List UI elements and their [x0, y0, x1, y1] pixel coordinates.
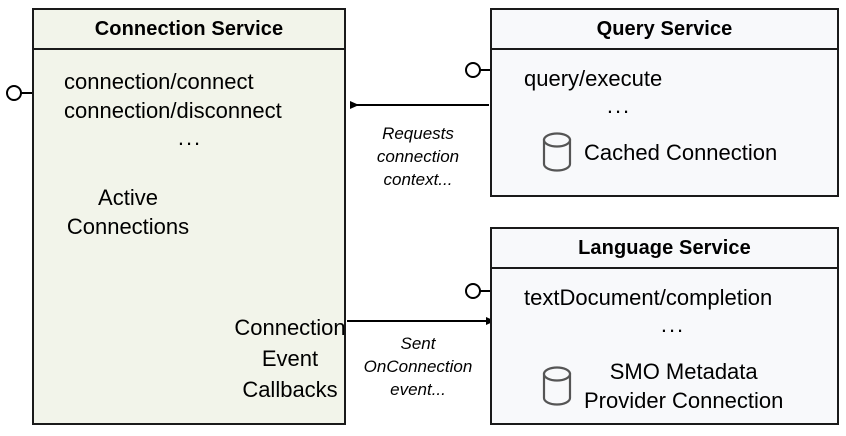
component-connection-service[interactable]: Connection Service connection/connect co…	[32, 8, 346, 425]
query-service-title: Query Service	[492, 10, 837, 50]
flow-label-requests-connection-context: Requests connection context...	[376, 124, 460, 189]
query-service-operations-ellipsis: ...	[606, 93, 632, 118]
connection-event-callbacks-label: Connection Event Callbacks	[234, 315, 346, 402]
connection-service-operations-ellipsis: ...	[177, 125, 203, 150]
active-connections-label: Active Connections	[66, 185, 190, 239]
connection-service-body: connection/connect connection/disconnect…	[34, 50, 346, 423]
operation-textdocument-completion[interactable]: textDocument/completion	[524, 285, 773, 310]
database-cylinder-icon	[542, 366, 572, 406]
query-service-artifact: Cached Connection	[540, 130, 777, 174]
language-service-body: textDocument/completion ... SMO Metadata…	[492, 269, 837, 423]
query-service-operations: query/execute ...	[524, 64, 714, 119]
language-service-artifact: SMO Metadata Provider Connection	[540, 357, 783, 415]
query-service-body: query/execute ... Cached Connection	[492, 50, 837, 195]
operation-query-execute[interactable]: query/execute	[524, 66, 663, 91]
language-service-title: Language Service	[492, 229, 837, 269]
operation-connection-connect[interactable]: connection/connect	[64, 69, 254, 94]
component-language-service[interactable]: Language Service textDocument/completion…	[490, 227, 839, 425]
component-query-service[interactable]: Query Service query/execute ... Cached C…	[490, 8, 839, 197]
connection-service-title: Connection Service	[34, 10, 344, 50]
cached-connection-label: Cached Connection	[584, 139, 778, 165]
database-cylinder-icon	[542, 132, 572, 172]
language-service-operations-ellipsis: ...	[660, 312, 686, 337]
connection-service-operations: connection/connect connection/disconnect…	[64, 67, 316, 151]
language-service-operations: textDocument/completion ...	[524, 283, 822, 338]
flow-label-sent-onconnection-event: Sent OnConnection event...	[363, 334, 473, 399]
smo-metadata-provider-connection-label: SMO Metadata Provider Connection	[584, 359, 784, 413]
operation-connection-disconnect[interactable]: connection/disconnect	[64, 98, 282, 123]
